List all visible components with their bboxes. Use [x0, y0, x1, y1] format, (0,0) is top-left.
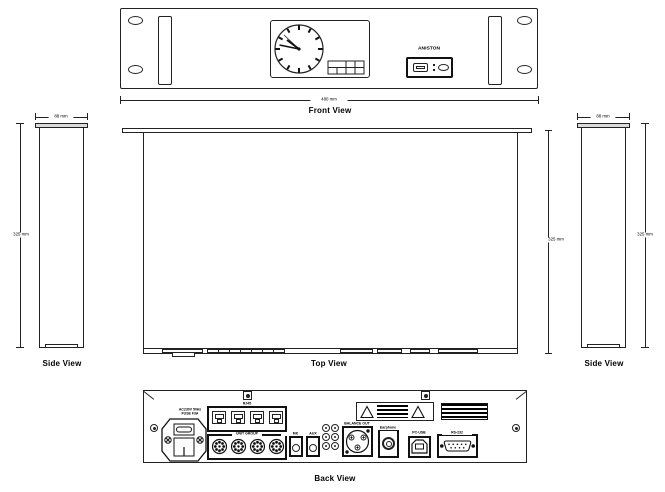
vent-grille-icon	[377, 405, 408, 418]
vent-warning-box	[356, 402, 434, 421]
rca-jack-icon	[331, 442, 339, 450]
rack-ear-hole-top-right	[517, 16, 532, 25]
rack-ear-hole-bottom-left	[128, 65, 143, 74]
earphone-label: Earphone	[373, 426, 403, 430]
side-right-view-label: Side View	[584, 359, 624, 368]
rs232-box	[437, 434, 478, 458]
rca-jack-icon	[331, 433, 339, 441]
side-right-body	[581, 127, 626, 348]
aux-jack-icon	[309, 443, 317, 452]
rj45-group-box	[207, 406, 287, 432]
top-rear-mark-vent2	[438, 349, 478, 353]
rack-handle-left	[158, 16, 172, 85]
mic-jack-box	[289, 436, 303, 457]
xlr-connector-icon	[345, 429, 370, 454]
colon-dot-top	[433, 64, 435, 66]
side-left-body	[39, 127, 84, 348]
power-inlet-icon	[161, 418, 207, 462]
db9-connector-icon	[440, 440, 475, 452]
rca-jack-icon	[331, 424, 339, 432]
side-left-width-dimension: 88 mm	[48, 114, 74, 120]
colon-dot-bottom	[433, 69, 435, 71]
side-right-width-dimension: 88 mm	[590, 114, 616, 120]
back-view-label: Back View	[314, 474, 356, 483]
top-rear-mark-usb	[410, 349, 430, 353]
top-rear-mark-xlr	[340, 349, 373, 353]
front-oval-button	[438, 64, 449, 71]
clock-face-icon	[274, 24, 365, 75]
earphone-jack-icon	[382, 437, 395, 450]
aux-jack-box	[306, 436, 320, 457]
earphone-connector-box	[378, 429, 399, 458]
din-connector-icon-row	[211, 438, 285, 455]
usb-b-port-icon	[411, 439, 428, 454]
rj45-jack-icon-3	[250, 411, 264, 424]
side-right-height-dimension: 325 mm	[632, 232, 658, 238]
mic-jack-icon	[292, 443, 300, 452]
top-depth-dimension: 325 mm	[543, 237, 569, 243]
warning-triangle-icon	[360, 404, 374, 418]
front-view-label: Front View	[308, 106, 352, 115]
vent-grille-icon-right	[441, 403, 488, 420]
front-width-dimension: 480 mm	[310, 97, 348, 103]
rca-jack-icon	[322, 433, 330, 441]
top-rear-mark-vent1	[377, 349, 402, 353]
front-usb-connector	[406, 57, 453, 78]
rack-ear-hole-top-left	[128, 16, 143, 25]
rj45-jack-icon-4	[269, 411, 283, 424]
xlr-label: BALANCE OUT	[342, 422, 372, 426]
rj45-jack-icon-2	[231, 411, 245, 424]
warning-triangle-icon	[411, 404, 425, 418]
clock-hands-icon	[279, 34, 300, 50]
brand-label: ANISTON	[418, 46, 440, 52]
top-rear-strip	[143, 348, 518, 354]
power-rating-label: AC230V 50Hz FUSE F3A	[175, 408, 205, 416]
top-body	[143, 132, 518, 349]
usb-b-label: PC-USB	[404, 431, 434, 435]
side-left-height-dimension: 325 mm	[8, 232, 34, 238]
rj45-group-label: RJ45	[232, 402, 262, 406]
top-rear-mark-connector-row	[207, 349, 285, 353]
side-left-view-label: Side View	[42, 359, 82, 368]
rca-jack-icon	[322, 424, 330, 432]
rack-handle-right	[488, 16, 502, 85]
screw-icon-top-left	[243, 391, 252, 400]
side-right-rear-foot	[587, 344, 620, 348]
din-group-label: UNIT GROUP	[232, 432, 262, 436]
screw-icon-left-edge	[150, 424, 158, 432]
rj45-jack-icon-1	[212, 411, 226, 424]
usb-port-icon	[413, 63, 428, 72]
date-grid-icon	[327, 60, 365, 75]
aux-jack-label: AUX	[298, 432, 328, 436]
top-view-label: Top View	[311, 359, 347, 368]
screw-icon-top-right	[421, 391, 430, 400]
mic-jack-label: MIC	[281, 432, 311, 436]
side-left-rear-foot	[45, 344, 78, 348]
rs232-label: RS-232	[442, 431, 472, 435]
rack-ear-hole-bottom-right	[517, 65, 532, 74]
rca-jack-icon	[322, 442, 330, 450]
top-rear-mark-power-plug	[172, 352, 195, 357]
screw-icon-right-edge	[512, 424, 520, 432]
